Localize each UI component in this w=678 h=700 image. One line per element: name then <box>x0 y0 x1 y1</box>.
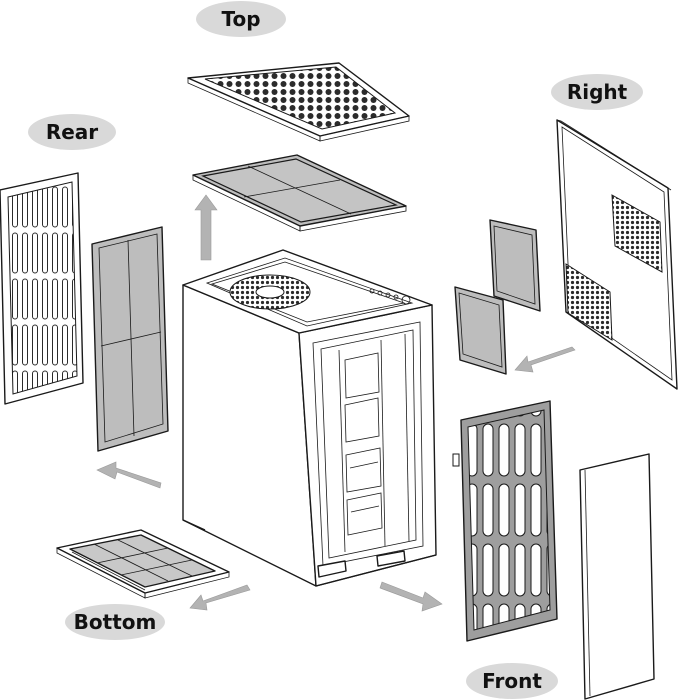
front-mesh-panel <box>452 400 558 642</box>
label-bottom-text: Bottom <box>74 610 157 634</box>
label-rear-text: Rear <box>46 120 98 144</box>
top-io-buttons <box>369 288 411 305</box>
arrow-rear <box>96 461 162 489</box>
right-dust-filter-upper <box>489 219 541 312</box>
label-bottom: Bottom <box>65 604 165 640</box>
arrow-top <box>194 194 218 261</box>
right-dust-filter-lower <box>454 286 507 375</box>
label-front-text: Front <box>482 669 542 693</box>
rear-dust-filter <box>91 226 169 452</box>
label-rear: Rear <box>28 114 116 150</box>
bottom-dust-filter <box>56 529 230 599</box>
rear-mesh-panel <box>0 172 84 405</box>
drive-bays <box>344 352 383 536</box>
top-mesh-panel <box>187 62 410 142</box>
right-side-panel <box>556 119 678 390</box>
label-front: Front <box>466 663 558 699</box>
arrow-right <box>514 346 576 373</box>
label-right-text: Right <box>567 80 628 104</box>
label-top-text: Top <box>221 7 260 31</box>
arrow-bottom <box>189 584 251 611</box>
top-fan <box>229 274 311 310</box>
front-glass-panel <box>579 453 655 700</box>
case-chassis <box>182 249 437 587</box>
arrow-front <box>379 581 443 612</box>
label-right: Right <box>551 74 643 110</box>
top-dust-filter <box>192 154 407 232</box>
label-top: Top <box>196 1 286 37</box>
